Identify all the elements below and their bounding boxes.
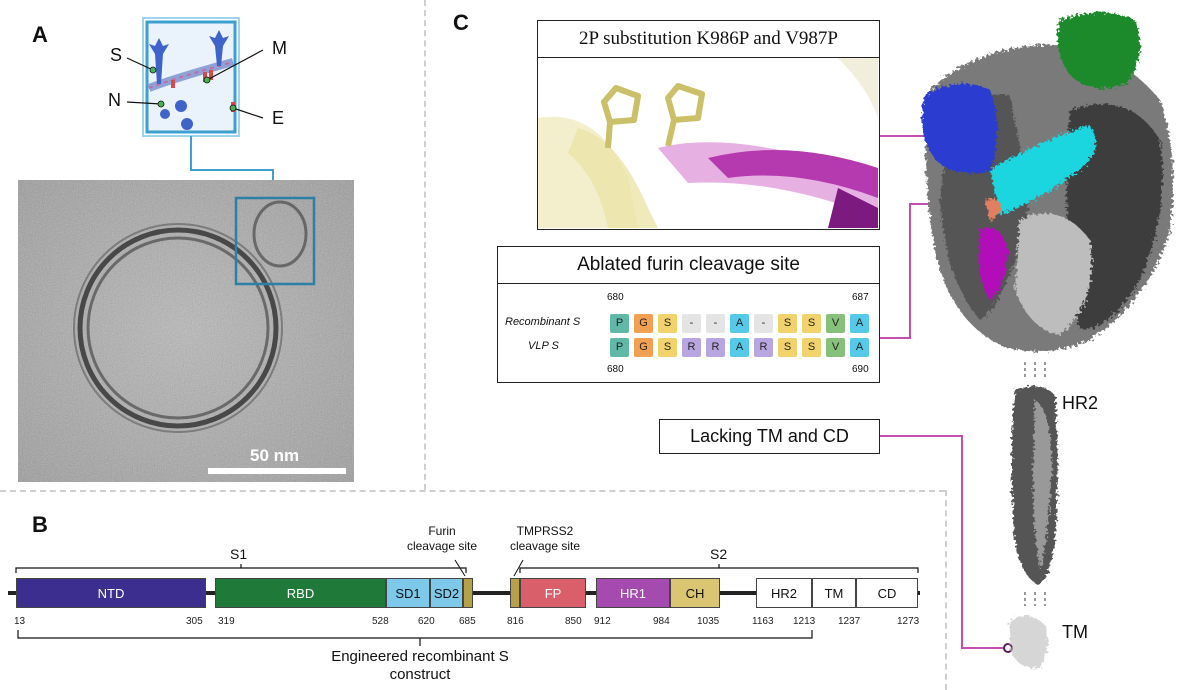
s2-label: S2 <box>710 546 728 562</box>
box-furin-title: Ablated furin cleavage site <box>498 247 879 284</box>
residue-cell: R <box>682 338 701 357</box>
proline-structure-view <box>538 58 878 228</box>
pos-319: 319 <box>218 616 235 627</box>
virion-schematic <box>126 17 274 200</box>
seq-end-top: 687 <box>852 292 869 303</box>
residue-cell: G <box>634 338 653 357</box>
residue-cell: P <box>610 338 629 357</box>
hr2-label: HR2 <box>1062 393 1099 413</box>
residue-cell: A <box>850 338 869 357</box>
pos-685: 685 <box>459 616 476 627</box>
seq-start-top: 680 <box>607 292 624 303</box>
residue-cell: S <box>802 338 821 357</box>
label-m-protein: M <box>272 38 287 58</box>
residue-cell: V <box>826 314 845 333</box>
residue-cell: G <box>634 314 653 333</box>
pos-984: 984 <box>653 616 670 627</box>
box-lacking-tm-cd: Lacking TM and CD <box>659 419 880 454</box>
residue-cell: A <box>730 314 749 333</box>
pos-13: 13 <box>14 616 26 627</box>
pos-850: 850 <box>565 616 582 627</box>
domain-ch: CH <box>670 578 720 608</box>
label-s-protein: S <box>110 45 123 65</box>
panel-label-b: B <box>32 512 48 537</box>
furin-site-label: Furin cleavage site <box>406 524 478 553</box>
seq-start-bottom: 680 <box>607 364 624 375</box>
domain-sd2: SD2 <box>430 578 463 608</box>
residue-cell: S <box>658 338 677 357</box>
residue-cell: S <box>778 338 797 357</box>
label-e-protein: E <box>272 108 285 128</box>
pos-528: 528 <box>372 616 389 627</box>
pos-620: 620 <box>418 616 435 627</box>
tmprss2-site-label: TMPRSS2 cleavage site <box>509 524 581 553</box>
pos-1213: 1213 <box>793 616 816 627</box>
spike-protein-structure <box>921 12 1174 669</box>
residue-cell: S <box>802 314 821 333</box>
domain-fp: FP <box>520 578 586 608</box>
box-2p-title: 2P substitution K986P and V987P <box>538 21 879 58</box>
residue-cell: - <box>682 314 701 333</box>
residue-cell: - <box>706 314 725 333</box>
divider-vertical-lower <box>945 490 947 690</box>
pos-912: 912 <box>594 616 611 627</box>
construct-label: Engineered recombinant S construct <box>331 648 509 683</box>
furin-site-marker <box>463 578 473 608</box>
residue-cell: V <box>826 338 845 357</box>
pos-305: 305 <box>186 616 203 627</box>
panel-label-a: A <box>32 22 48 47</box>
residue-cell: S <box>778 314 797 333</box>
residue-cell: A <box>730 338 749 357</box>
residue-cell: S <box>658 314 677 333</box>
domain-sd1: SD1 <box>386 578 430 608</box>
seq-end-bottom: 690 <box>852 364 869 375</box>
residue-cell: R <box>706 338 725 357</box>
residue-cell: A <box>850 314 869 333</box>
scale-bar-label: 50 nm <box>250 446 300 465</box>
cryo-em-micrograph <box>18 180 354 482</box>
domain-rbd: RBD <box>215 578 386 608</box>
tm-label: TM <box>1062 622 1088 642</box>
residue-cell: P <box>610 314 629 333</box>
residue-cell: R <box>754 338 773 357</box>
domain-hr1: HR1 <box>596 578 670 608</box>
tmprss2-site-marker <box>510 578 520 608</box>
pos-1035: 1035 <box>697 616 720 627</box>
domain-cd: CD <box>856 578 918 608</box>
pos-1237: 1237 <box>838 616 861 627</box>
row-label-vlp: VLP S <box>528 340 559 352</box>
divider-horizontal <box>0 490 945 492</box>
residue-cell: - <box>754 314 773 333</box>
domain-hr2: HR2 <box>756 578 812 608</box>
box-2p-substitution: 2P substitution K986P and V987P <box>537 20 880 230</box>
pos-1163: 1163 <box>752 616 774 627</box>
domain-tm: TM <box>812 578 856 608</box>
box-tm-title: Lacking TM and CD <box>690 426 849 446</box>
label-n-protein: N <box>108 90 121 110</box>
panel-label-c: C <box>453 10 469 35</box>
pos-816: 816 <box>507 616 524 627</box>
pos-1273: 1273 <box>897 616 920 627</box>
s1-label: S1 <box>230 546 248 562</box>
domain-ntd: NTD <box>16 578 206 608</box>
divider-vertical <box>424 0 426 490</box>
row-label-recombinant: Recombinant S <box>505 316 581 328</box>
